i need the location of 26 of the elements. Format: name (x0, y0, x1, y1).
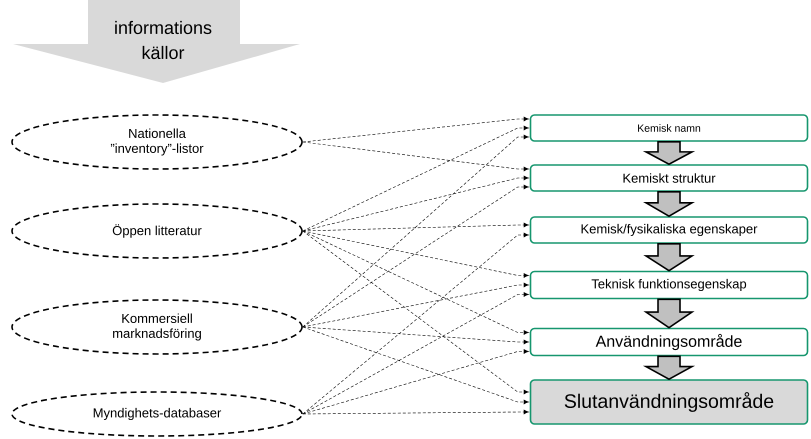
arrow (302, 126, 529, 232)
arrow (302, 349, 529, 414)
block-arrow (642, 141, 696, 166)
arrow (302, 176, 529, 232)
arrow (302, 142, 529, 172)
block-arrow (643, 298, 695, 329)
step-box: Kemisk namn (530, 114, 808, 142)
arrow (302, 292, 529, 414)
arrow (302, 230, 529, 335)
block-arrow (642, 356, 696, 380)
arrow (302, 134, 529, 328)
arrow (302, 326, 529, 404)
block-arrow (643, 191, 695, 218)
arrow (302, 410, 529, 414)
arrow (302, 230, 529, 278)
step-box: Teknisk funktionsegenskap (530, 270, 808, 300)
arrow (302, 184, 529, 328)
block-arrow (643, 243, 695, 272)
step-box: Kemisk/fysikaliska egenskaper (530, 216, 808, 244)
step-box: Kemiskt struktur (530, 164, 808, 192)
step-box: Slutanvändningsområde (530, 379, 808, 425)
arrow (302, 116, 529, 142)
step-box: Användningsområde (530, 328, 808, 356)
arrow (302, 326, 529, 344)
arrow (302, 222, 529, 232)
arrow (302, 282, 529, 328)
